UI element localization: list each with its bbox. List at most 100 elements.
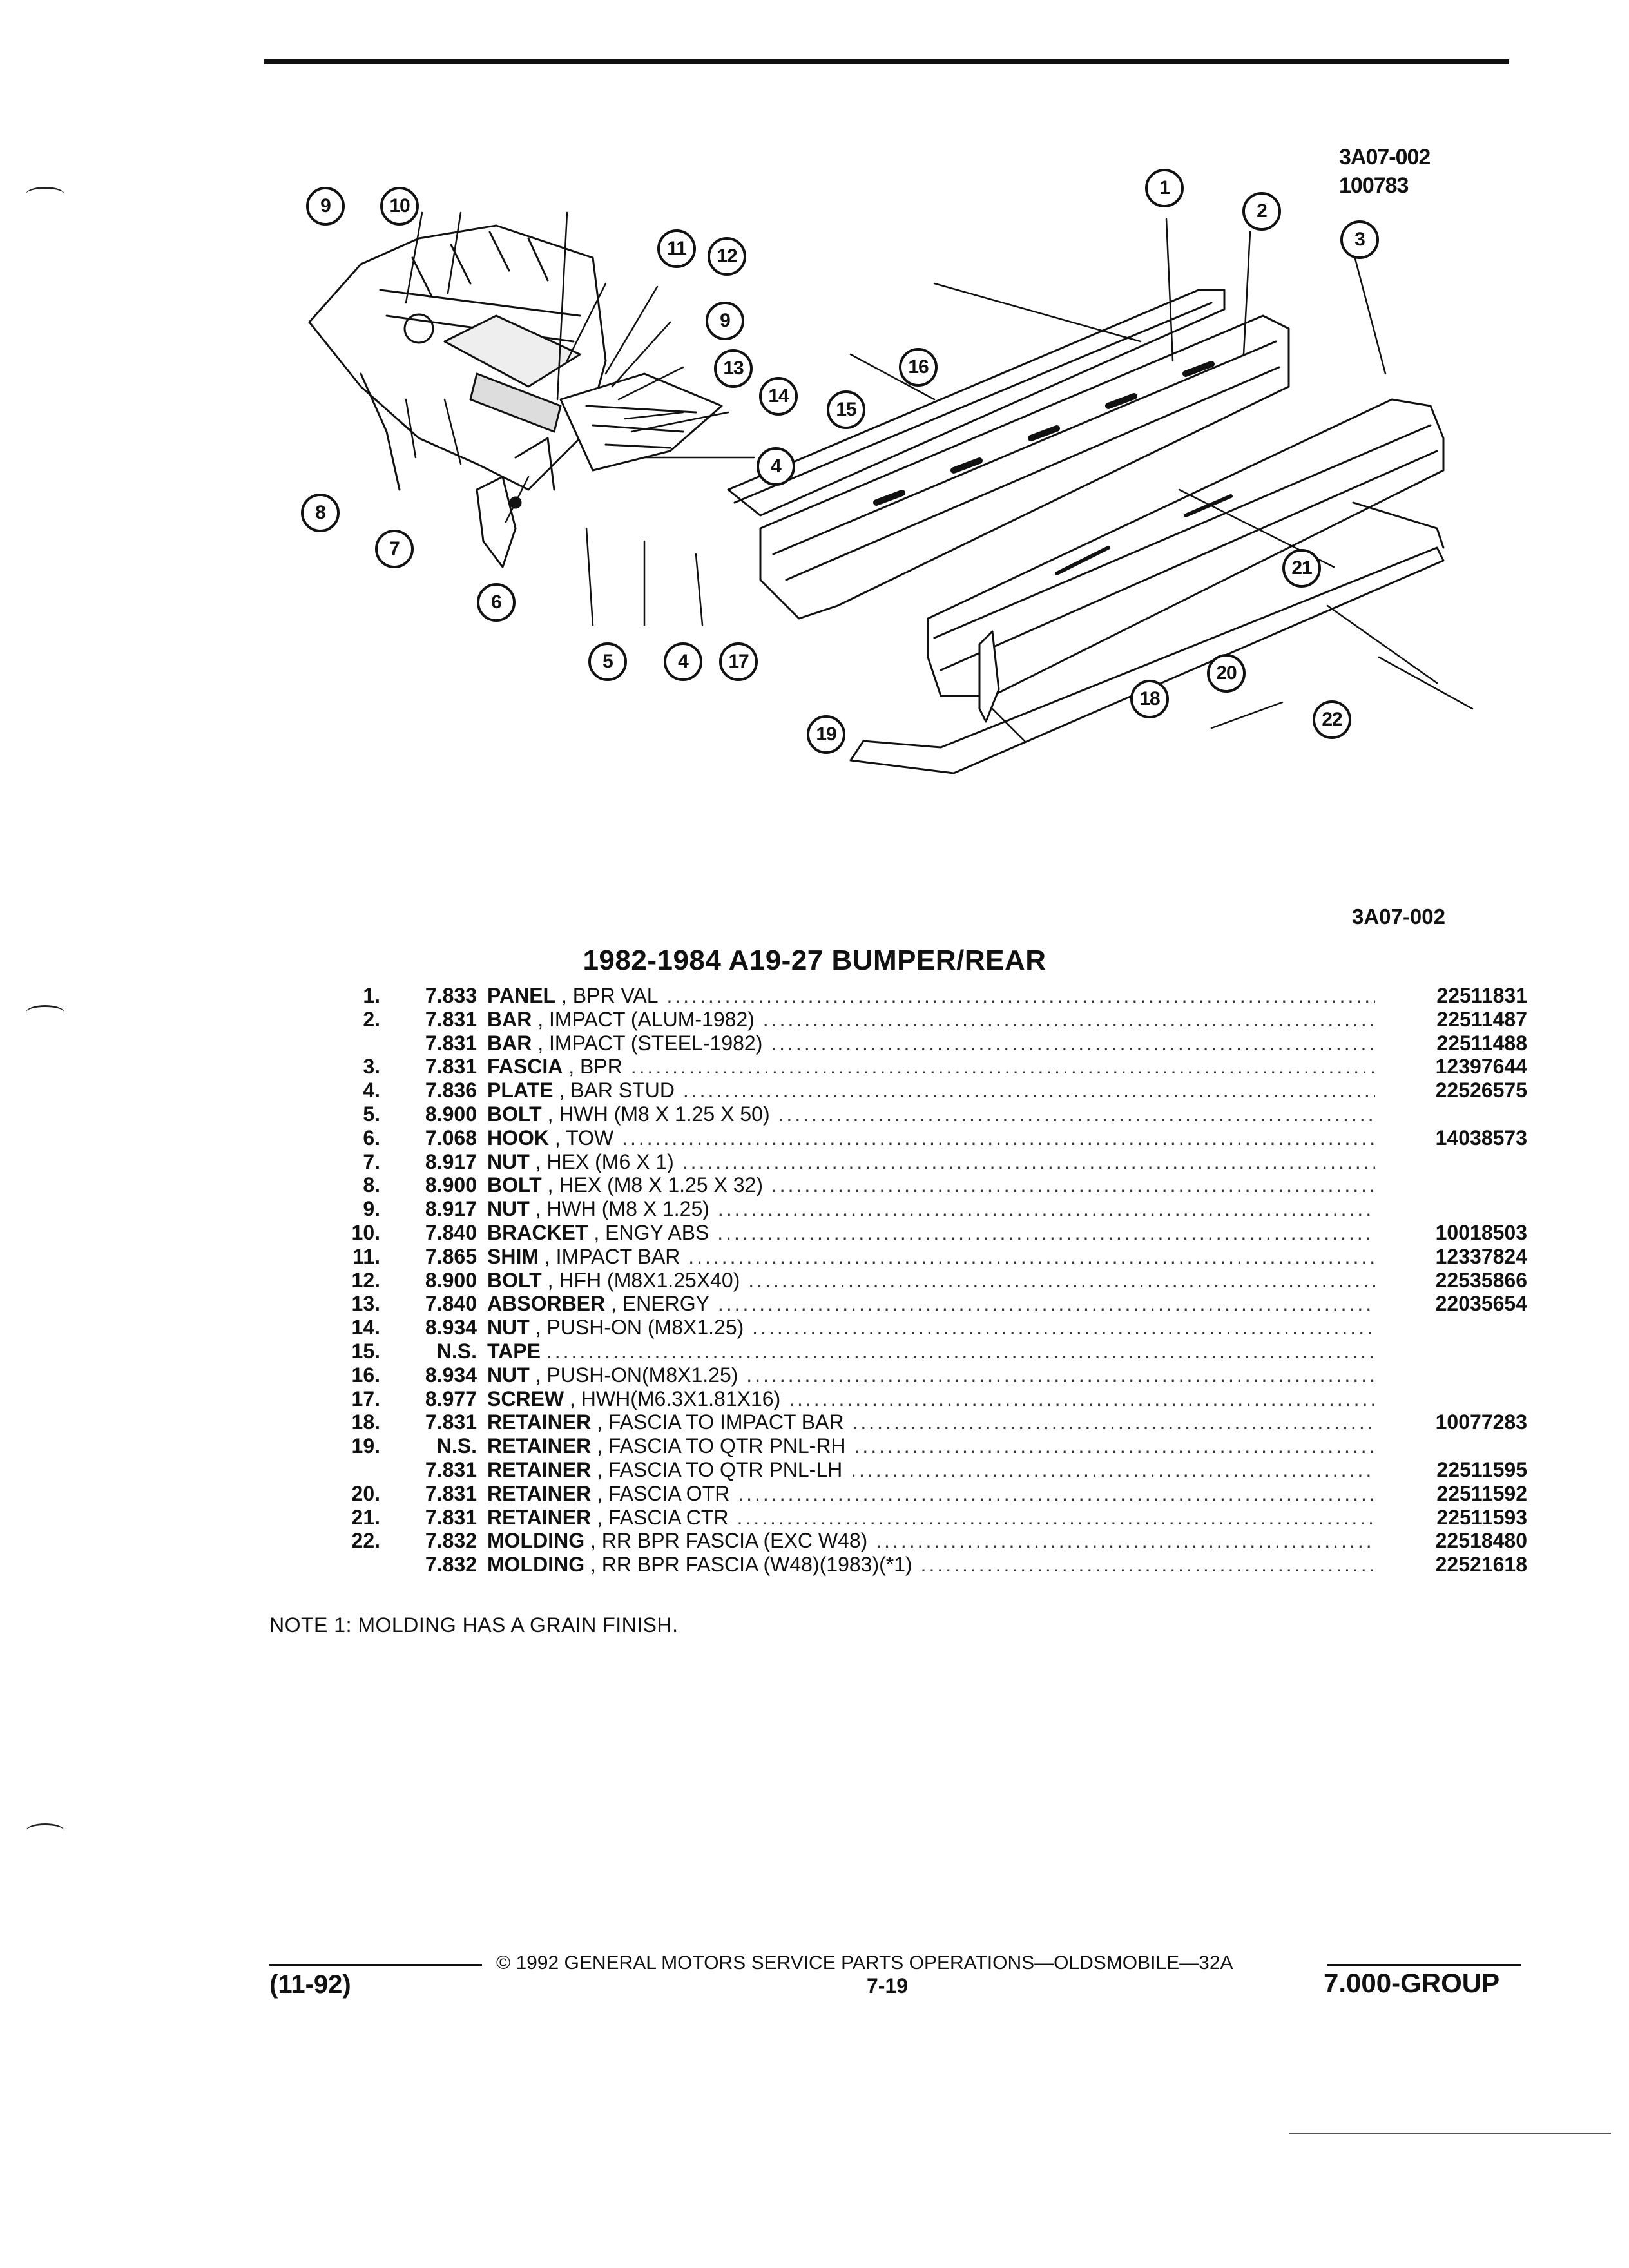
part-index: 17. bbox=[351, 1387, 380, 1410]
part-detail: , IMPACT (STEEL-1982) bbox=[537, 1031, 763, 1055]
footer-rule-right bbox=[1327, 1964, 1521, 1966]
part-detail: , BPR bbox=[568, 1055, 622, 1079]
part-detail: , HWH(M6.3X1.81X16) bbox=[570, 1387, 781, 1410]
part-description: BOLT , HEX (M8 X 1.25 X 32) ............… bbox=[487, 1173, 1375, 1196]
dot-leader: ........................................… bbox=[771, 1031, 1375, 1055]
group-number: 8.934 bbox=[425, 1316, 477, 1340]
group-number: 8.917 bbox=[425, 1197, 477, 1221]
dot-leader: ........................................… bbox=[622, 1126, 1375, 1149]
part-number: 22511831 bbox=[1436, 984, 1527, 1007]
part-detail: , RR BPR FASCIA (W48)(1983)(*1) bbox=[590, 1553, 912, 1577]
part-name: PANEL bbox=[487, 984, 556, 1007]
part-detail: , HFH (M8X1.25X40) bbox=[547, 1268, 740, 1292]
part-index: 9. bbox=[363, 1197, 380, 1221]
dot-leader: ........................................… bbox=[688, 1244, 1375, 1268]
part-detail: , FASCIA OTR bbox=[597, 1481, 730, 1505]
part-name: NUT bbox=[487, 1149, 530, 1173]
part-number: 22511593 bbox=[1436, 1505, 1527, 1529]
part-detail: , BPR VAL bbox=[561, 984, 659, 1007]
top-rule bbox=[264, 59, 1509, 64]
part-row: 15.N.S.TAPE ............................… bbox=[277, 1340, 1527, 1363]
dot-leader: ........................................… bbox=[546, 1339, 1375, 1363]
part-name: BRACKET bbox=[487, 1220, 588, 1244]
fascia-retainer bbox=[978, 630, 1000, 723]
part-name: NUT bbox=[487, 1197, 530, 1221]
callout-19: 19 bbox=[807, 715, 845, 754]
part-number: 22535866 bbox=[1435, 1268, 1527, 1292]
part-detail: , FASCIA TO QTR PNL-RH bbox=[597, 1434, 846, 1458]
dot-leader: ........................................… bbox=[682, 1079, 1375, 1102]
section-title: 1982-1984 A19-27 BUMPER/REAR bbox=[583, 945, 1046, 976]
part-number: 14038573 bbox=[1435, 1126, 1527, 1149]
margin-mark bbox=[26, 187, 64, 202]
dot-leader: ........................................… bbox=[920, 1553, 1375, 1577]
dot-leader: ........................................… bbox=[746, 1363, 1375, 1387]
part-detail: , FASCIA TO QTR PNL-LH bbox=[597, 1457, 843, 1481]
group-number: 8.900 bbox=[425, 1268, 477, 1292]
group-number: 8.900 bbox=[425, 1173, 477, 1197]
part-number: 10018503 bbox=[1435, 1220, 1527, 1244]
part-description: RETAINER , FASCIA TO QTR PNL-LH ........… bbox=[487, 1458, 1375, 1481]
bumper-molding bbox=[849, 501, 1445, 774]
dot-leader: ........................................… bbox=[682, 1149, 1375, 1173]
part-index: 20. bbox=[351, 1481, 380, 1505]
part-name: BAR bbox=[487, 1031, 532, 1055]
part-description: SHIM , IMPACT BAR ......................… bbox=[487, 1245, 1375, 1268]
part-number: 22518480 bbox=[1435, 1529, 1527, 1553]
callout-16: 16 bbox=[899, 348, 938, 387]
leader-lines bbox=[405, 211, 1474, 742]
part-index: 11. bbox=[352, 1244, 380, 1268]
part-index: 5. bbox=[363, 1102, 380, 1126]
part-detail: , HEX (M8 X 1.25 X 32) bbox=[547, 1173, 763, 1197]
group-number: 7.831 bbox=[425, 1055, 477, 1079]
group-number: 7.833 bbox=[425, 984, 477, 1007]
part-name: BOLT bbox=[487, 1173, 542, 1197]
group-number: 7.832 bbox=[425, 1529, 477, 1553]
part-name: RETAINER bbox=[487, 1410, 592, 1434]
group-code: 7.000-GROUP bbox=[1324, 1968, 1500, 1998]
part-description: NUT , PUSH-ON(M8X1.25) .................… bbox=[487, 1363, 1375, 1387]
part-name: RETAINER bbox=[487, 1481, 592, 1505]
part-description: BAR , IMPACT (ALUM-1982) ...............… bbox=[487, 1008, 1375, 1031]
part-detail: , HEX (M6 X 1) bbox=[535, 1149, 674, 1173]
part-name: RETAINER bbox=[487, 1457, 592, 1481]
part-description: FASCIA , BPR ...........................… bbox=[487, 1055, 1375, 1078]
part-description: RETAINER , FASCIA TO QTR PNL-RH ........… bbox=[487, 1434, 1375, 1457]
dot-leader: ........................................… bbox=[852, 1410, 1375, 1434]
callout-1: 1 bbox=[1145, 169, 1184, 207]
part-name: BAR bbox=[487, 1007, 532, 1031]
figure-date-code: 100783 bbox=[1339, 173, 1409, 198]
group-number: 7.836 bbox=[425, 1079, 477, 1102]
dot-leader: ........................................… bbox=[752, 1316, 1375, 1340]
dot-leader: ........................................… bbox=[737, 1505, 1375, 1529]
callout-18: 18 bbox=[1130, 680, 1169, 718]
exploded-parts-diagram bbox=[308, 211, 1474, 774]
part-index: 8. bbox=[363, 1173, 380, 1197]
callout-14: 14 bbox=[759, 377, 798, 416]
group-number: 7.831 bbox=[425, 1007, 477, 1031]
callout-9: 9 bbox=[306, 187, 345, 226]
part-name: FASCIA bbox=[487, 1055, 563, 1079]
part-name: ABSORBER bbox=[487, 1292, 606, 1316]
group-number: 7.831 bbox=[425, 1481, 477, 1505]
group-number: 7.840 bbox=[425, 1220, 477, 1244]
part-number: 22511595 bbox=[1436, 1457, 1527, 1481]
dot-leader: ........................................… bbox=[789, 1387, 1375, 1410]
part-index: 13. bbox=[351, 1292, 380, 1316]
part-number: 12337824 bbox=[1435, 1244, 1527, 1268]
part-number: 22521618 bbox=[1435, 1553, 1527, 1577]
part-description: BRACKET , ENGY ABS .....................… bbox=[487, 1221, 1375, 1244]
dot-leader: ........................................… bbox=[854, 1434, 1375, 1458]
dot-leader: ........................................… bbox=[748, 1268, 1375, 1292]
